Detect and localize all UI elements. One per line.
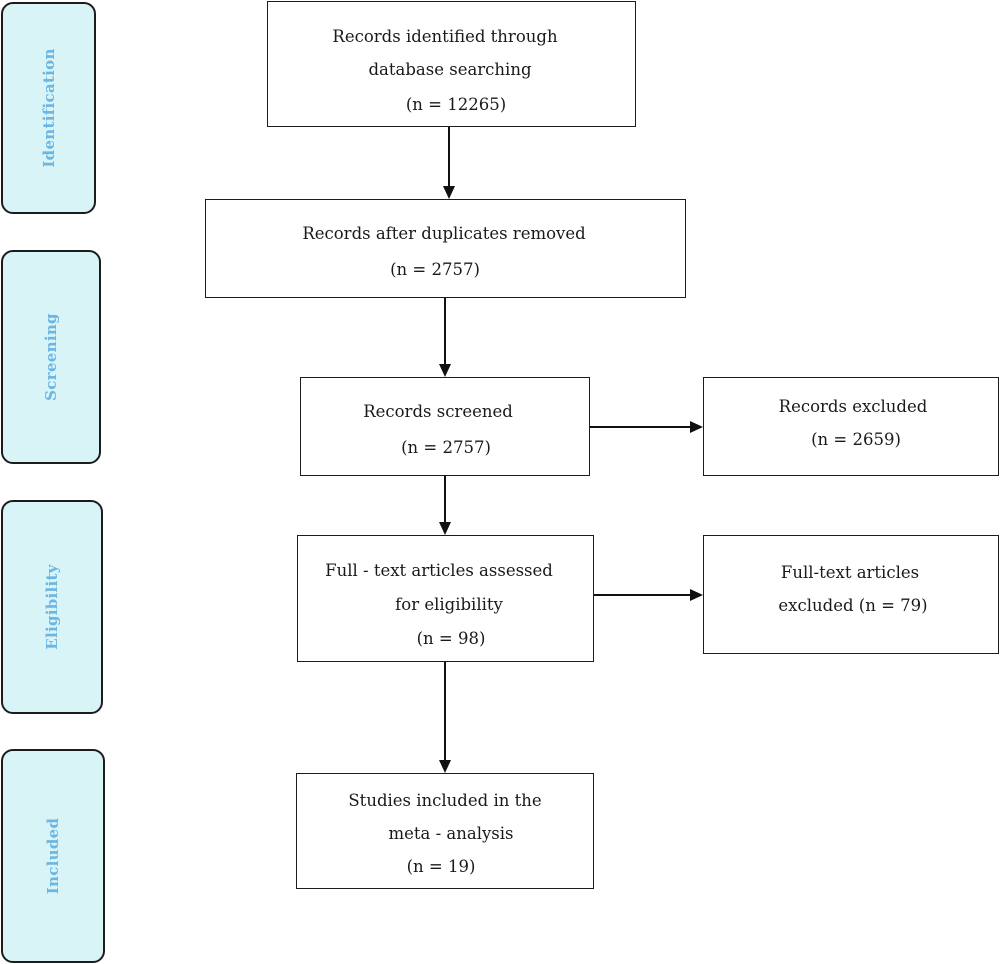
- phase-screening: Screening: [1, 250, 101, 464]
- arrowhead-down-4: [439, 760, 451, 773]
- box-fulltext-assessed-line1: Full - text articles assessed: [325, 561, 553, 580]
- box-records-excluded-line1: Records excluded: [778, 397, 928, 416]
- box-records-screened-count: (n = 2757): [401, 438, 491, 457]
- box-fulltext-assessed-line2: for eligibility: [395, 595, 503, 614]
- arrowhead-right-1: [690, 421, 703, 433]
- box-records-identified-line2: database searching: [368, 60, 532, 79]
- box-studies-included-count: (n = 19): [406, 857, 476, 876]
- phase-identification: Identification: [1, 2, 96, 214]
- box-records-deduplicated: Records after duplicates removed (n = 27…: [205, 199, 686, 298]
- box-records-identified-count: (n = 12265): [405, 95, 507, 114]
- box-records-identified-line1: Records identified through: [332, 27, 558, 46]
- arrowhead-down-2: [439, 364, 451, 377]
- arrowhead-down-1: [443, 186, 455, 199]
- phase-eligibility: Eligibility: [1, 500, 103, 714]
- phase-included: Included: [1, 749, 105, 963]
- box-studies-included-line1: Studies included in the: [348, 791, 542, 810]
- box-records-excluded-count: (n = 2659): [811, 430, 901, 449]
- box-fulltext-excluded-line1: Full-text articles: [780, 563, 920, 582]
- box-fulltext-assessed: Full - text articles assessed for eligib…: [297, 535, 594, 662]
- box-records-identified: Records identified through database sear…: [267, 1, 636, 127]
- box-records-deduplicated-count: (n = 2757): [390, 260, 480, 279]
- box-fulltext-excluded-line2: excluded (n = 79): [778, 596, 928, 615]
- box-fulltext-assessed-count: (n = 98): [416, 629, 486, 648]
- box-records-excluded: Records excluded (n = 2659): [703, 377, 999, 476]
- box-records-screened-line1: Records screened: [363, 402, 513, 421]
- arrowhead-down-3: [439, 522, 451, 535]
- box-records-deduplicated-line1: Records after duplicates removed: [302, 224, 586, 243]
- box-fulltext-excluded: Full-text articles excluded (n = 79): [703, 535, 999, 654]
- box-studies-included-line2: meta - analysis: [388, 824, 514, 843]
- box-records-screened: Records screened (n = 2757): [300, 377, 590, 476]
- box-studies-included: Studies included in the meta - analysis …: [296, 773, 594, 889]
- arrowhead-right-2: [690, 589, 703, 601]
